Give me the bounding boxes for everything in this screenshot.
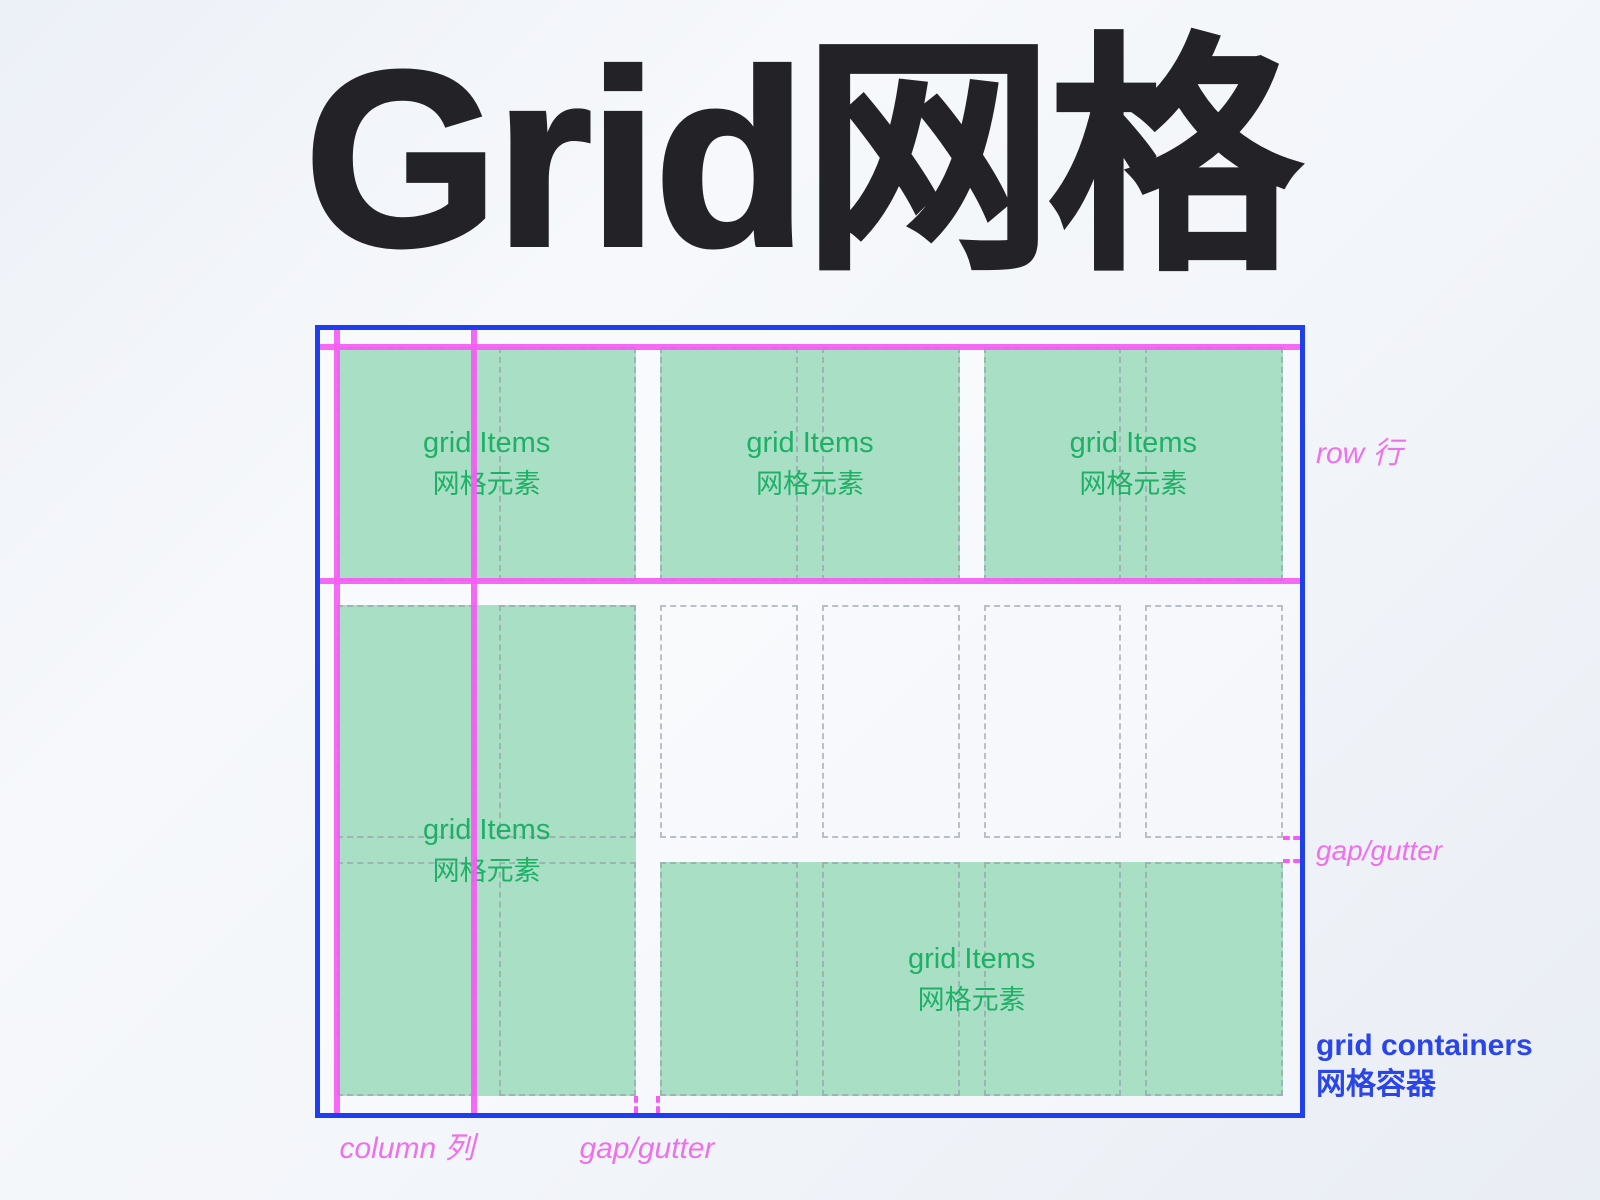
gap-marker-bottom-right-dash bbox=[656, 1096, 660, 1113]
row-marker-line-bottom bbox=[320, 578, 1300, 584]
grid-cell-outline bbox=[660, 862, 798, 1096]
row-marker-line-top bbox=[320, 344, 1300, 350]
grid-containers-label: grid containers 网格容器 bbox=[1316, 1026, 1533, 1104]
column-annotation-label: column 列 bbox=[339, 1132, 475, 1165]
grid-item-wide-bottom bbox=[660, 862, 1283, 1096]
grid-cell-outline bbox=[1145, 862, 1283, 1096]
grid-cell-outline bbox=[983, 862, 1122, 1096]
grid-item-label-en: grid Items bbox=[423, 427, 551, 460]
gap-marker-right-top-dash bbox=[1283, 836, 1300, 840]
grid-item-label-zh: 网格元素 bbox=[755, 469, 864, 500]
column-marker-line-left bbox=[334, 330, 340, 1113]
grid-item-label: grid Items 网格元素 bbox=[337, 347, 636, 581]
grid-item-label: grid Items 网格元素 bbox=[660, 862, 1283, 1096]
grid-item-label-en: grid Items bbox=[423, 813, 551, 846]
grid-item-label: grid Items 网格元素 bbox=[660, 347, 959, 581]
grid-item-label-en: grid Items bbox=[746, 427, 874, 460]
grid-containers-label-zh: 网格容器 bbox=[1316, 1068, 1436, 1101]
grid-item-label-zh: 网格元素 bbox=[1079, 469, 1188, 500]
grid-item-row1-col2 bbox=[660, 347, 960, 581]
grid-containers-label-en: grid containers bbox=[1316, 1029, 1533, 1062]
grid-item-tall-left bbox=[337, 604, 637, 1096]
grid-cell-outline bbox=[822, 862, 960, 1096]
grid-item-label-en: grid Items bbox=[1069, 427, 1197, 460]
grid-item-label-zh: 网格元素 bbox=[917, 984, 1026, 1015]
grid-cell-outline bbox=[498, 604, 637, 839]
grid-item-row1-col3 bbox=[983, 347, 1283, 581]
grid-cell-outline bbox=[983, 604, 1122, 839]
grid-container: grid Items 网格元素 grid Items 网格元素 grid Ite… bbox=[315, 325, 1305, 1118]
gap-marker-bottom-left-dash bbox=[634, 1096, 638, 1113]
grid-cell-outline bbox=[1145, 604, 1283, 839]
grid-cell-outline bbox=[822, 604, 960, 839]
grid-item-label: grid Items 网格元素 bbox=[337, 605, 636, 1096]
grid-item-label-zh: 网格元素 bbox=[432, 469, 541, 500]
grid-cells-overlay bbox=[337, 347, 1283, 1096]
gap-gutter-bottom-label: gap/gutter bbox=[579, 1132, 715, 1165]
row-annotation-label: row 行 bbox=[1316, 437, 1403, 470]
page-title: Grid网格 bbox=[302, 19, 1301, 298]
column-marker-line-right bbox=[471, 330, 477, 1113]
grid-item-row1-col1 bbox=[337, 347, 637, 581]
gap-gutter-right-label: gap/gutter bbox=[1316, 835, 1443, 866]
grid-item-labels-layer: grid Items 网格元素 grid Items 网格元素 grid Ite… bbox=[337, 347, 1283, 1096]
gap-marker-right-bottom-dash bbox=[1283, 859, 1300, 863]
grid-cell-outline bbox=[498, 862, 637, 1096]
grid-cell-outline bbox=[660, 604, 798, 839]
grid-item-label-en: grid Items bbox=[908, 942, 1036, 975]
grid-item-label-zh: 网格元素 bbox=[432, 855, 541, 886]
grid-item-label: grid Items 网格元素 bbox=[984, 347, 1283, 581]
grid-items-layer bbox=[337, 347, 1283, 1096]
